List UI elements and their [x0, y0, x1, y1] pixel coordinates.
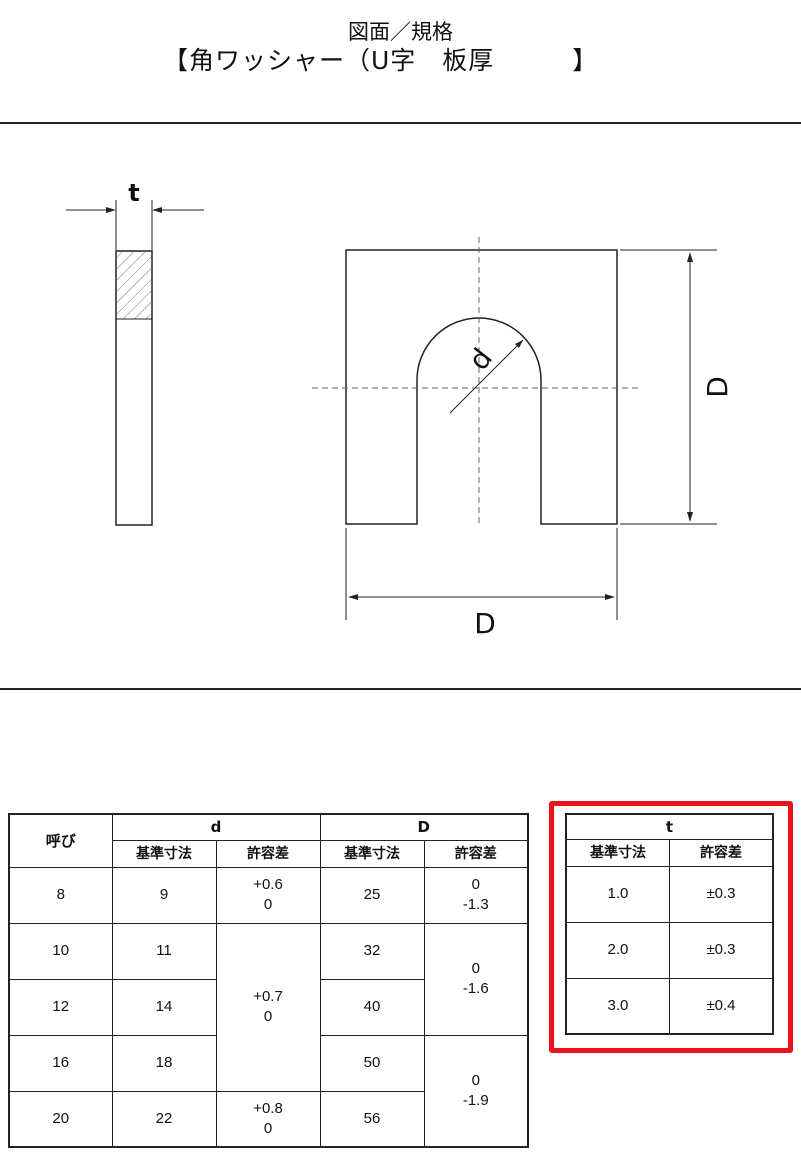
- D-basic-cell: 25: [319, 866, 425, 924]
- t-basic-cell: 1.0: [565, 865, 670, 923]
- header-group-t: t: [565, 813, 774, 840]
- header-t-basic: 基準寸法: [565, 838, 670, 867]
- front-view: d D D: [312, 237, 734, 640]
- t-tolerance-cell: ±0.3: [668, 865, 774, 923]
- table-row: 3.0 ±0.4: [565, 977, 774, 1035]
- table-row: 2.0 ±0.3: [565, 921, 774, 979]
- nominal-cell: 16: [8, 1034, 113, 1092]
- D-tol-upper: 0: [471, 960, 480, 977]
- t-basic-cell: 2.0: [565, 921, 670, 979]
- D-basic-cell: 56: [319, 1090, 425, 1148]
- table-row: 16 18 50 0 -1.9: [8, 1034, 529, 1148]
- table-row: 1.0 ±0.3: [565, 865, 774, 923]
- D-tolerance-cell: 0 -1.9: [423, 1034, 529, 1148]
- header-nominal: 呼び: [8, 813, 113, 868]
- side-view-outline: [115, 250, 153, 526]
- d-tolerance-cell: +0.7 0: [215, 922, 321, 1092]
- table-row: 10 11 +0.7 0 32 0 -1.6: [8, 922, 529, 1092]
- nominal-cell: 20: [8, 1090, 113, 1148]
- page-title-line1: 図面／規格: [348, 20, 453, 44]
- d-basic-cell: 14: [111, 978, 217, 1036]
- u-washer-outline: [345, 249, 618, 525]
- d-basic-cell: 9: [111, 866, 217, 924]
- d-tol-upper: +0.8: [253, 1099, 283, 1117]
- nominal-cell: 10: [8, 922, 113, 980]
- header-D-basic: 基準寸法: [319, 839, 425, 868]
- washer-drawing: t d D D: [66, 179, 734, 640]
- nominal-cell: 12: [8, 978, 113, 1036]
- D-basic-cell: 40: [319, 978, 425, 1036]
- thickness-table: t 基準寸法 許容差 1.0 ±0.3 2.0 ±0.3 3.0 ±0.4: [565, 813, 774, 1035]
- side-view: t: [66, 179, 204, 526]
- D-tolerance-cell: 0 -1.6: [423, 922, 529, 1036]
- diameter-leader: [449, 339, 524, 414]
- height-label: D: [701, 376, 734, 398]
- D-tol-lower: -1.9: [462, 1091, 489, 1109]
- bottom-divider: [0, 688, 801, 690]
- d-tol-lower: 0: [263, 1008, 273, 1025]
- slot-label: d: [462, 342, 499, 376]
- d-tol-lower: 0: [263, 1119, 273, 1137]
- D-tol-lower: -1.6: [462, 980, 489, 997]
- header-t-tolerance: 許容差: [668, 838, 774, 867]
- t-tolerance-cell: ±0.4: [668, 977, 774, 1035]
- header-d-tolerance: 許容差: [215, 839, 321, 868]
- header-D-tolerance: 許容差: [423, 839, 529, 868]
- d-basic-cell: 11: [111, 922, 217, 980]
- header-group-D: D: [319, 813, 529, 841]
- page-title-line2: 【角ワッシャー（U字 板厚 】: [163, 46, 599, 75]
- t-basic-cell: 3.0: [565, 977, 670, 1035]
- D-basic-cell: 50: [319, 1034, 425, 1092]
- highlight-frame: [549, 801, 793, 1053]
- d-tol-lower: 0: [263, 896, 273, 913]
- table-row: 8 9 +0.6 0 25 0 -1.3: [8, 866, 529, 924]
- d-basic-cell: 18: [111, 1034, 217, 1092]
- width-label: D: [474, 607, 496, 640]
- D-basic-cell: 32: [319, 922, 425, 980]
- table-row: 20 22 +0.8 0 56: [8, 1090, 528, 1148]
- header-group-d: d: [111, 813, 321, 841]
- d-tol-upper: +0.7: [253, 988, 283, 1005]
- d-basic-cell: 22: [111, 1090, 217, 1148]
- top-divider: [0, 122, 801, 124]
- d-tolerance-cell: +0.8 0: [215, 1090, 321, 1148]
- thickness-label: t: [128, 179, 139, 207]
- d-tol-upper: +0.6: [253, 876, 283, 893]
- header-d-basic: 基準寸法: [111, 839, 217, 868]
- D-tol-upper: 0: [471, 1071, 480, 1089]
- D-tolerance-cell: 0 -1.3: [423, 866, 529, 924]
- table-row: 12 14 40: [8, 978, 528, 1036]
- nominal-cell: 8: [8, 866, 113, 924]
- d-tolerance-cell: +0.6 0: [215, 866, 321, 924]
- D-tol-upper: 0: [471, 876, 480, 893]
- section-hatch: [117, 252, 151, 319]
- D-tol-lower: -1.3: [462, 896, 489, 913]
- dimension-table: 呼び d D 基準寸法 許容差 基準寸法 許容差 8 9 +0.6 0 25 0 -…: [8, 813, 529, 1148]
- t-tolerance-cell: ±0.3: [668, 921, 774, 979]
